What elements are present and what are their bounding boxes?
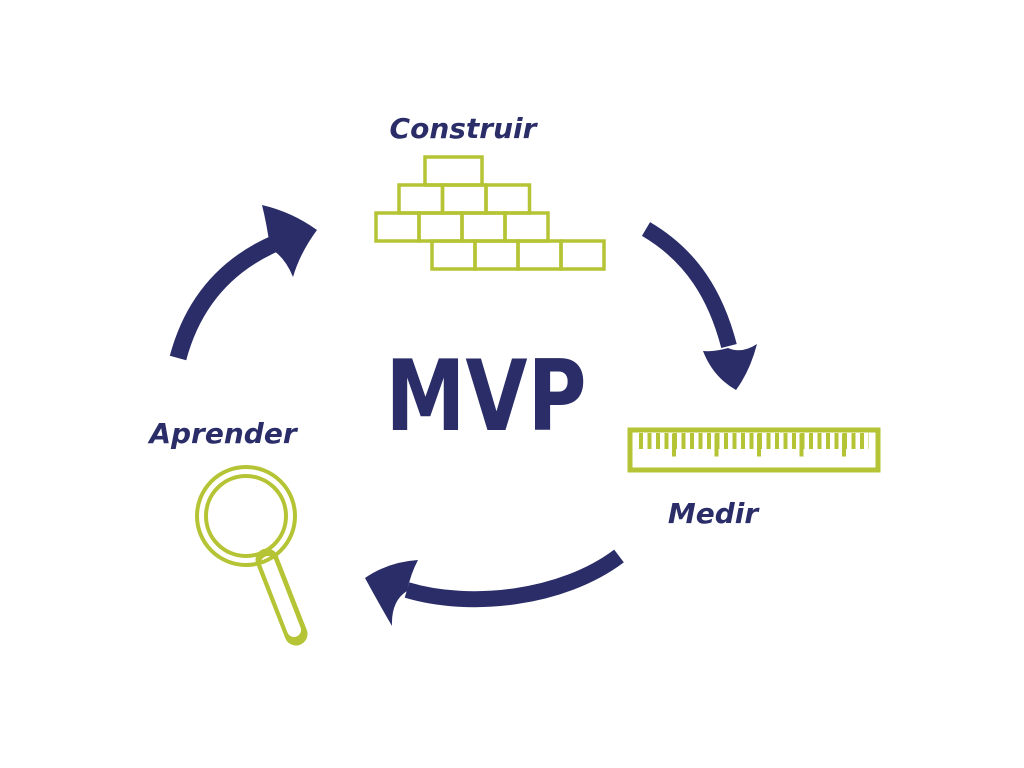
brick [559,239,606,271]
arrow-head [703,344,757,390]
brick [423,155,484,187]
arrow-construir-to-medir [641,222,757,390]
brick [516,239,563,271]
arrow-head [262,205,317,277]
magnifying-glass-icon [195,465,308,646]
arrow-body [404,549,624,608]
brick [374,211,421,243]
arrow-medir-to-aprender [365,549,624,626]
brick [473,239,520,271]
arrow-body [641,222,737,349]
brick-wall-icon [374,155,606,271]
brick [460,211,507,243]
ruler-frame [627,427,881,473]
brick [397,183,445,215]
brick [430,239,477,271]
arrow-head [365,560,418,626]
brick [484,183,532,215]
ruler-icon [627,427,881,473]
magnifier-handle-inner [261,556,301,637]
label-construir: Construir [389,112,537,145]
label-aprender: Aprender [149,417,297,450]
arrow-aprender-to-construir [169,205,317,361]
brick [417,211,464,243]
brick [440,183,488,215]
brick [503,211,550,243]
label-medir: Medir [667,497,759,530]
arrow-body [169,235,280,361]
magnifier-lens-inner [204,474,288,558]
diagram-title: MVP [385,340,587,454]
magnifier-lens-outer [195,465,297,567]
